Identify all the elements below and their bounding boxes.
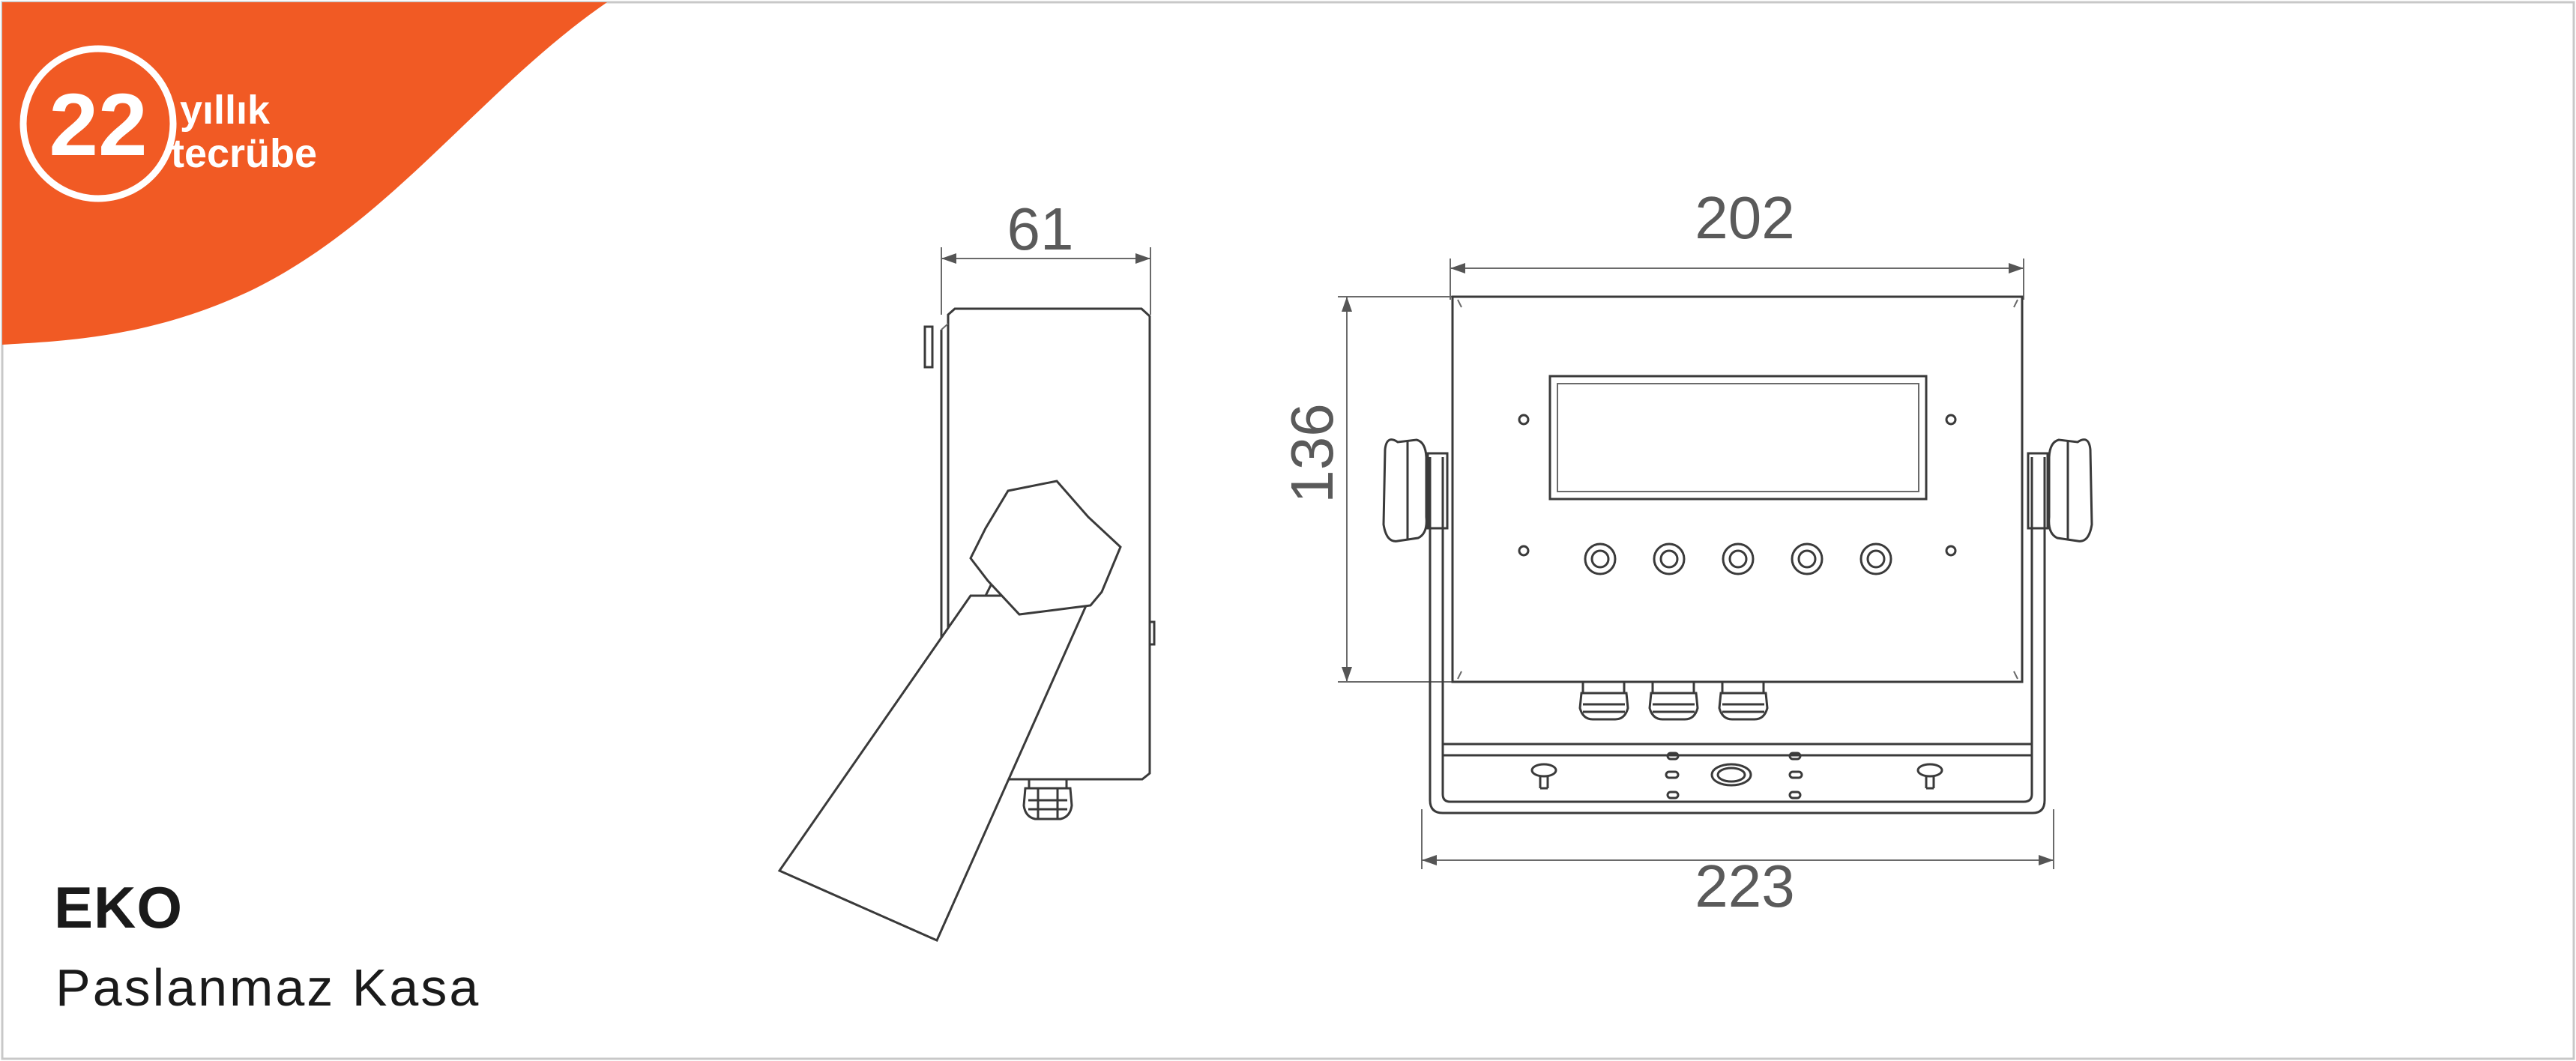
dim-bracket-width: 223: [1695, 853, 1794, 919]
badge-shape: [2, 2, 607, 345]
badge-word-1: yıllık: [180, 88, 271, 133]
badge-years: 22: [49, 76, 147, 175]
dim-side-depth: 61: [1007, 196, 1074, 262]
side-view: 61: [777, 196, 1156, 942]
dim-front-height: 136: [1279, 403, 1345, 503]
dim-front-width: 202: [1695, 184, 1794, 251]
product-description: Paslanmaz Kasa: [55, 958, 481, 1017]
badge-ring: [19, 45, 177, 202]
experience-badge: 22 yıllık tecrübe: [2, 2, 607, 345]
badge-word-2: tecrübe: [171, 131, 317, 176]
front-view: 202 136 223: [1279, 184, 2093, 919]
product-name: EKO: [54, 874, 184, 940]
